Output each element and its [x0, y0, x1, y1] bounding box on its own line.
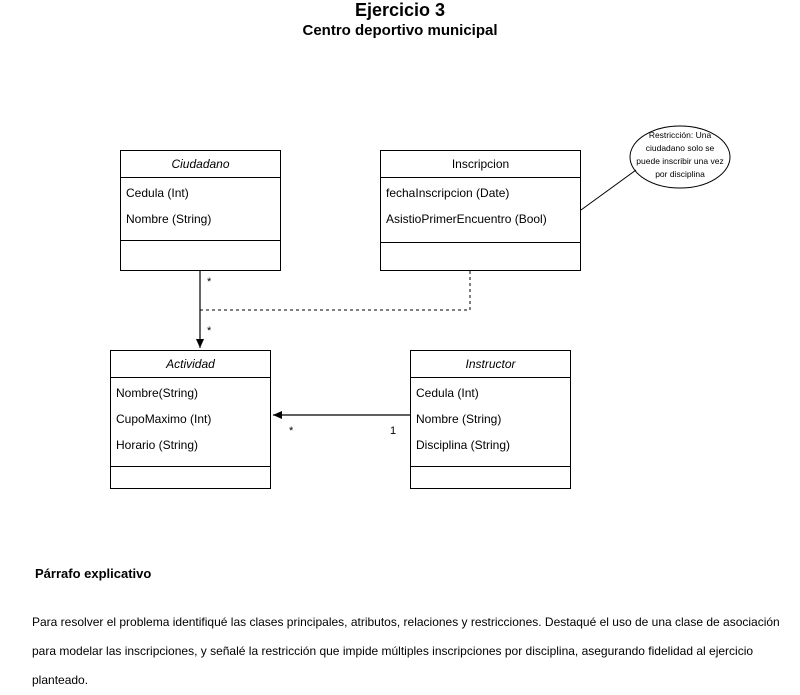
- class-attributes: Cedula (Int) Nombre (String) Disciplina …: [411, 378, 570, 467]
- class-actividad: Actividad Nombre(String) CupoMaximo (Int…: [110, 350, 271, 489]
- attribute: Cedula (Int): [126, 186, 189, 200]
- class-attributes: Nombre(String) CupoMaximo (Int) Horario …: [111, 378, 270, 467]
- page-title: Ejercicio 3: [354, 0, 446, 20]
- paragraph-text: Para resolver el problema identifiqué la…: [32, 615, 780, 687]
- attribute: AsistioPrimerEncuentro (Bool): [386, 212, 547, 226]
- multiplicity-instructor: 1: [390, 425, 397, 437]
- class-name: Inscripcion: [381, 151, 580, 178]
- association-class-link: [200, 271, 471, 311]
- attribute: Horario (String): [116, 438, 199, 452]
- note-line: Restricción: Una: [648, 130, 712, 140]
- note-line: ciudadano solo se: [645, 143, 715, 153]
- class-inscripcion: Inscripcion fechaInscripcion (Date) Asis…: [380, 150, 581, 271]
- attribute: Disciplina (String): [416, 438, 511, 452]
- multiplicity-actividad-top: *: [207, 325, 212, 337]
- attribute: CupoMaximo (Int): [116, 412, 212, 426]
- class-instructor: Instructor Cedula (Int) Nombre (String) …: [410, 350, 571, 489]
- restriction-note: Restricción: Una ciudadano solo se puede…: [630, 126, 730, 188]
- attribute: Nombre (String): [126, 212, 212, 226]
- class-name: Ciudadano: [121, 151, 280, 178]
- note-connector: [580, 169, 637, 211]
- page-subtitle: Centro deportivo municipal: [302, 22, 498, 39]
- class-attributes: fechaInscripcion (Date) AsistioPrimerEnc…: [381, 178, 580, 243]
- class-name: Instructor: [411, 351, 570, 378]
- class-name: Actividad: [111, 351, 270, 378]
- note-line: puede inscribir una vez: [636, 156, 724, 166]
- note-ellipse: [629, 125, 731, 189]
- multiplicity-actividad-right: *: [289, 425, 294, 437]
- multiplicity-ciudadano: *: [207, 276, 212, 288]
- paragraph-title: Párrafo explicativo: [35, 566, 152, 581]
- class-ciudadano: Ciudadano Cedula (Int) Nombre (String): [120, 150, 281, 271]
- attribute: Nombre (String): [416, 412, 502, 426]
- attribute: Nombre(String): [116, 386, 199, 400]
- class-attributes: Cedula (Int) Nombre (String): [121, 178, 280, 241]
- attribute: Cedula (Int): [416, 386, 479, 400]
- note-line: por disciplina: [655, 169, 705, 179]
- attribute: fechaInscripcion (Date): [386, 186, 510, 200]
